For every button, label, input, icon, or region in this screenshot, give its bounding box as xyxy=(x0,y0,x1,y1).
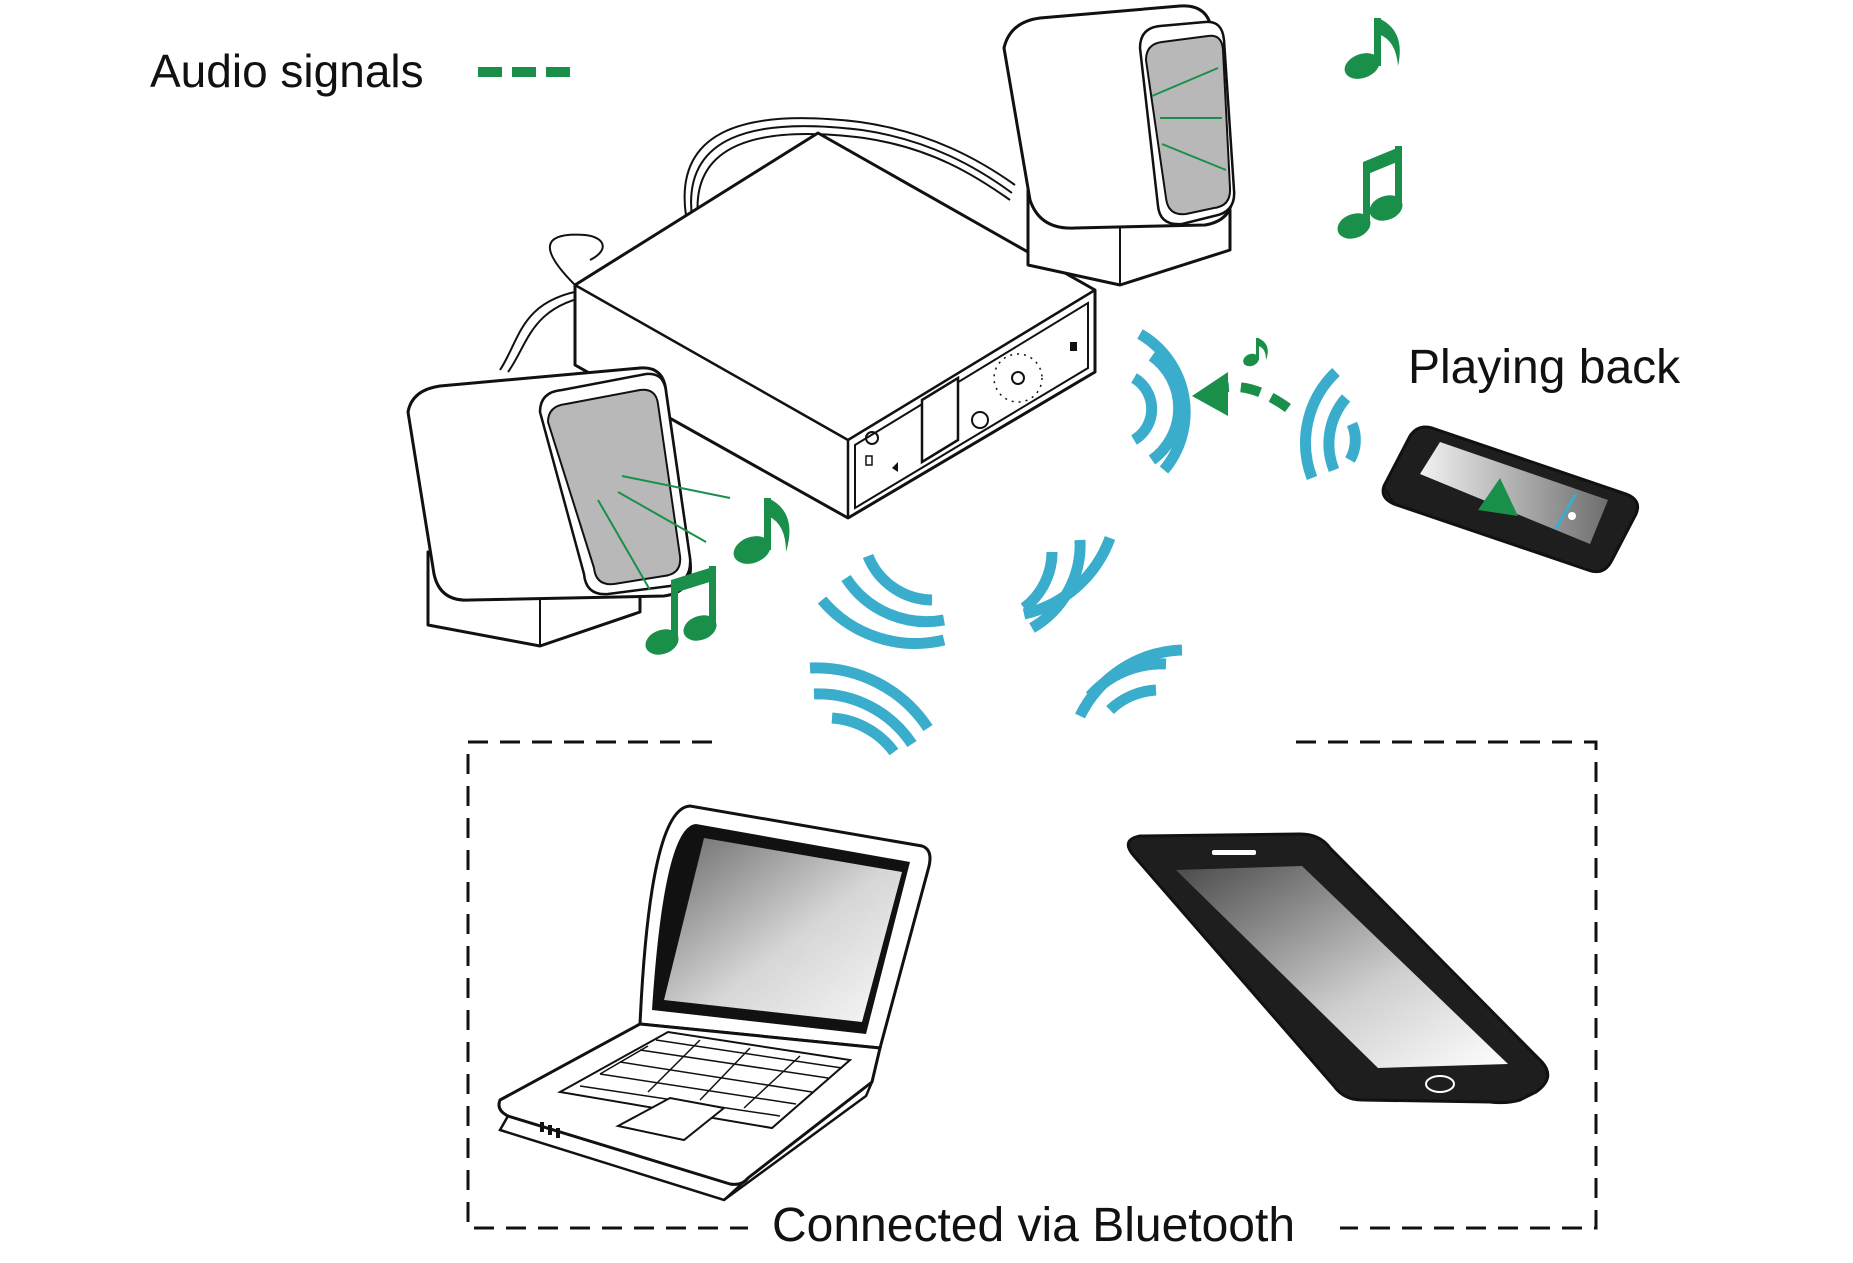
laptop-icon xyxy=(497,804,932,1202)
speaker-icon xyxy=(573,131,1097,520)
playing-back-label: Playing back xyxy=(1408,341,1681,394)
speaker-icon xyxy=(406,366,731,648)
connected-label: Connected via Bluetooth xyxy=(760,1198,1308,1253)
bluetooth-group-box xyxy=(466,740,1598,1230)
audio-signal-arrow xyxy=(1192,372,1291,416)
smartphone-icon xyxy=(1381,425,1640,574)
legend-swatch-dashed-line xyxy=(478,67,570,77)
music-note-icon xyxy=(1243,338,1268,367)
legend-label: Audio signals xyxy=(150,45,424,97)
music-note-icon xyxy=(1337,146,1403,239)
music-notes xyxy=(645,18,1403,655)
smartphone-icon xyxy=(1126,832,1550,1105)
music-note-icon xyxy=(645,566,717,655)
music-note-icon xyxy=(1344,18,1400,79)
bluetooth-waves xyxy=(809,329,1361,756)
music-note-icon xyxy=(733,498,790,564)
speaker-icon xyxy=(1002,4,1236,287)
